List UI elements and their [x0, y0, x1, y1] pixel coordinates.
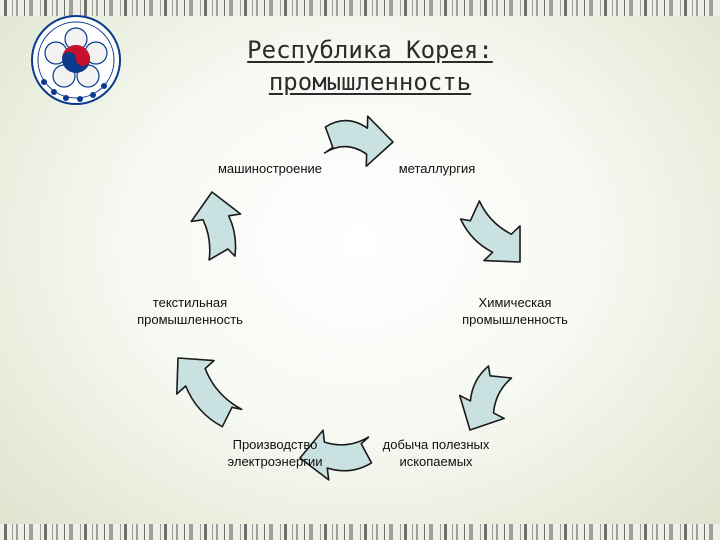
node-mashinostroenie: машиностроение	[217, 161, 323, 176]
top-stripe	[0, 0, 720, 16]
arrow-khimicheskaya-to-dobycha	[458, 365, 513, 431]
arrow-mashinostroenie-to-metallurgiya	[323, 115, 394, 167]
arrow-dobycha-to-proizvodstvo	[299, 429, 373, 481]
title-line-2: промышленность	[268, 68, 472, 96]
arrow-tekstilnaya-to-mashinostroenie	[190, 191, 242, 261]
node-tekstilnaya: текстильная промышленность	[137, 295, 243, 327]
arrow-proizvodstvo-to-tekstilnaya	[176, 357, 243, 428]
node-khimicheskaya: Химическая промышленность	[462, 295, 568, 327]
arrow-metallurgiya-to-khimicheskaya	[459, 200, 521, 263]
node-dobycha: добыча полезных ископаемых	[382, 437, 490, 469]
korea-emblem-icon	[31, 15, 121, 105]
bottom-stripe	[0, 524, 720, 540]
node-proizvodstvo: Производство электроэнергии	[227, 437, 323, 469]
title-line-1: Республика Корея:	[247, 36, 493, 64]
node-metallurgiya: металлургия	[398, 161, 476, 176]
slide-title: Республика Корея: промышленность	[170, 34, 570, 98]
